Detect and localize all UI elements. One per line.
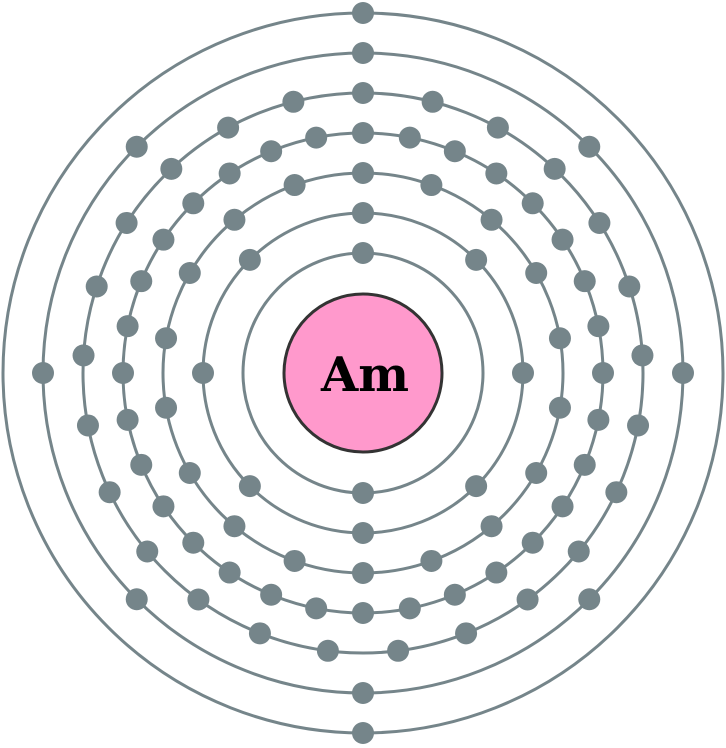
electron — [112, 362, 134, 384]
electron — [465, 248, 488, 271]
electron — [352, 562, 374, 584]
electron — [548, 327, 571, 350]
electron — [217, 116, 240, 139]
electron — [387, 639, 410, 662]
electron — [260, 583, 283, 606]
electron — [420, 174, 443, 197]
electron — [125, 135, 148, 158]
electron — [443, 140, 466, 163]
electron — [178, 462, 201, 484]
electron — [130, 270, 153, 293]
electron — [155, 396, 178, 419]
electron — [115, 211, 138, 234]
electron — [672, 362, 694, 384]
electron — [152, 228, 175, 251]
electron — [182, 531, 205, 554]
electron — [218, 162, 241, 185]
electron — [516, 588, 539, 611]
electron — [125, 588, 148, 611]
electron — [182, 192, 205, 215]
electron — [587, 408, 610, 431]
electron — [282, 90, 305, 113]
electron — [352, 42, 374, 64]
electron — [305, 597, 328, 620]
electron — [305, 126, 328, 149]
electron — [605, 481, 628, 504]
electron — [187, 588, 210, 611]
electron — [578, 588, 601, 611]
electron — [420, 549, 443, 572]
electron — [352, 522, 374, 544]
electron — [218, 561, 241, 584]
electron — [521, 192, 544, 215]
electron — [443, 583, 466, 606]
electron — [85, 275, 108, 298]
electron — [283, 549, 306, 572]
electron — [160, 157, 183, 180]
electron — [223, 515, 246, 538]
electron — [588, 211, 611, 234]
electron — [76, 414, 99, 437]
electron — [32, 362, 54, 384]
electron — [543, 157, 566, 180]
electron — [421, 90, 444, 113]
electron — [525, 462, 548, 484]
electron — [573, 453, 596, 476]
electrons — [32, 2, 694, 744]
electron — [352, 202, 374, 224]
electron — [352, 162, 374, 184]
electron — [352, 682, 374, 704]
electron — [551, 228, 574, 251]
electron — [398, 126, 421, 149]
electron — [223, 208, 246, 231]
electron — [631, 344, 654, 367]
electron — [465, 475, 488, 498]
electron — [485, 561, 508, 584]
electron — [573, 270, 596, 293]
electron — [260, 140, 283, 163]
electron — [316, 639, 339, 662]
electron — [152, 495, 175, 518]
electron — [352, 482, 374, 504]
electron — [283, 174, 306, 197]
electron — [587, 315, 610, 338]
electron — [72, 344, 95, 367]
electron — [238, 475, 261, 498]
electron — [116, 408, 139, 431]
electron — [592, 362, 614, 384]
electron — [551, 495, 574, 518]
electron — [525, 262, 548, 284]
electron — [486, 116, 509, 139]
electron — [548, 396, 571, 419]
electron — [578, 135, 601, 158]
electron — [192, 362, 214, 384]
element-symbol: Am — [320, 347, 409, 403]
electron — [485, 162, 508, 185]
electron — [398, 597, 421, 620]
electron — [567, 540, 590, 563]
electron — [116, 315, 139, 338]
electron — [512, 362, 534, 384]
electron — [480, 515, 503, 538]
electron — [618, 275, 641, 298]
electron — [352, 2, 374, 24]
electron — [98, 481, 121, 504]
electron — [352, 82, 374, 104]
electron — [352, 122, 374, 144]
electron — [455, 622, 478, 645]
electron — [238, 248, 261, 271]
nucleus — [282, 292, 444, 454]
electron — [155, 327, 178, 350]
electron — [178, 262, 201, 284]
electron — [130, 453, 153, 476]
electron — [136, 540, 159, 563]
electron — [352, 242, 374, 264]
electron — [352, 602, 374, 624]
electron — [627, 414, 650, 437]
electron — [352, 722, 374, 744]
electron — [480, 208, 503, 231]
electron — [248, 622, 271, 645]
electron — [521, 531, 544, 554]
